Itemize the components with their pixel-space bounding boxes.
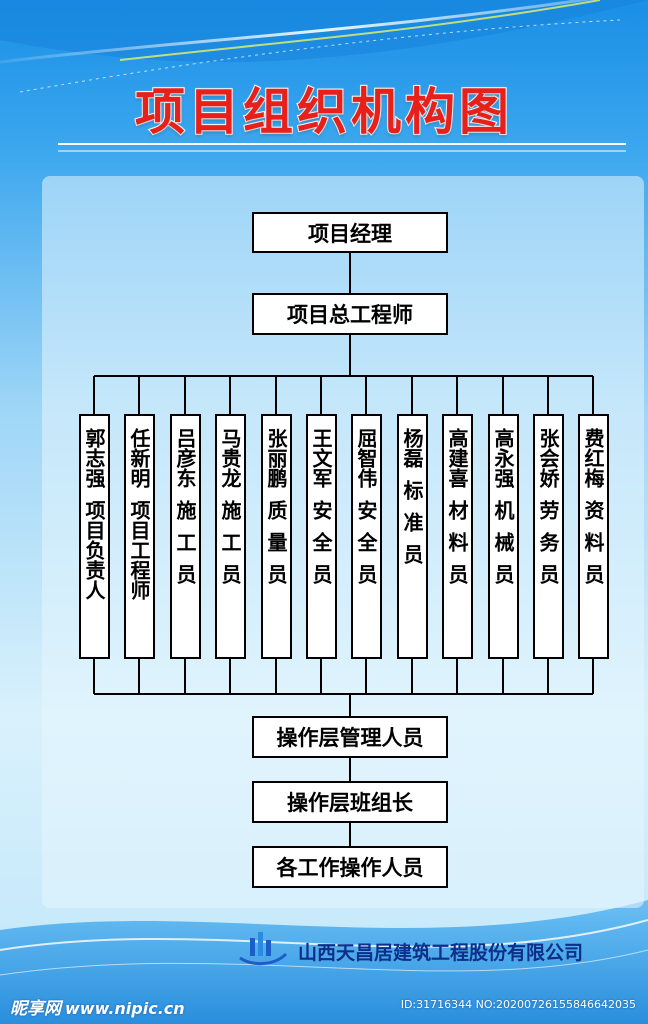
staff-role: 劳务员	[536, 500, 560, 596]
staff-role: 安全员	[309, 500, 333, 596]
box-project-manager: 项目经理	[252, 212, 448, 253]
staff-box: 张丽鹏质量员	[260, 414, 292, 659]
staff-role: 标准员	[400, 480, 424, 576]
staff-box: 高永强机械员	[487, 414, 519, 659]
staff-box: 屈智伟安全员	[350, 414, 382, 659]
watermark-site: www.nipic.cn	[65, 999, 185, 1018]
box-operation-management: 操作层管理人员	[252, 716, 448, 758]
staff-box: 吕彦东施工员	[169, 414, 201, 659]
staff-box: 王文军安全员	[305, 414, 337, 659]
staff-box: 杨磊标准员	[396, 414, 428, 659]
staff-name: 屈智伟	[354, 428, 378, 488]
staff-box: 马贵龙施工员	[214, 414, 246, 659]
image-id: ID:31716344 NO:20200726155846642035	[400, 998, 636, 1011]
staff-name: 杨磊	[400, 428, 424, 468]
staff-name: 高建喜	[445, 428, 469, 488]
box-team-leaders: 操作层班组长	[252, 781, 448, 823]
staff-role: 机械员	[491, 500, 515, 596]
company-name: 山西天昌居建筑工程股份有限公司	[298, 942, 584, 964]
staff-role: 项目工程师	[127, 500, 151, 600]
building-logo-icon	[239, 932, 288, 965]
staff-box: 任新明项目工程师	[123, 414, 155, 659]
staff-role: 施工员	[173, 500, 197, 596]
watermark-brand: 昵享网	[10, 999, 61, 1019]
staff-role: 施工员	[218, 500, 242, 596]
staff-name: 吕彦东	[173, 428, 197, 488]
staff-name: 郭志强	[82, 428, 106, 488]
staff-box: 张会娇劳务员	[532, 414, 564, 659]
staff-role: 资料员	[581, 500, 605, 596]
staff-role: 项目负责人	[82, 500, 106, 600]
staff-name: 马贵龙	[218, 428, 242, 488]
staff-name: 张会娇	[536, 428, 560, 488]
page-title: 项目组织机构图	[134, 82, 513, 142]
box-chief-engineer: 项目总工程师	[252, 293, 448, 335]
staff-box: 高建喜材料员	[441, 414, 473, 659]
staff-name: 张丽鹏	[264, 428, 288, 488]
staff-role: 安全员	[354, 500, 378, 596]
staff-role: 材料员	[445, 500, 469, 596]
staff-name: 高永强	[491, 428, 515, 488]
staff-name: 任新明	[127, 428, 151, 488]
staff-name: 费红梅	[581, 428, 605, 488]
box-operators: 各工作操作人员	[252, 846, 448, 888]
staff-role: 质量员	[264, 500, 288, 596]
staff-box: 郭志强项目负责人	[78, 414, 110, 659]
staff-name: 王文军	[309, 428, 333, 488]
staff-box: 费红梅资料员	[577, 414, 609, 659]
